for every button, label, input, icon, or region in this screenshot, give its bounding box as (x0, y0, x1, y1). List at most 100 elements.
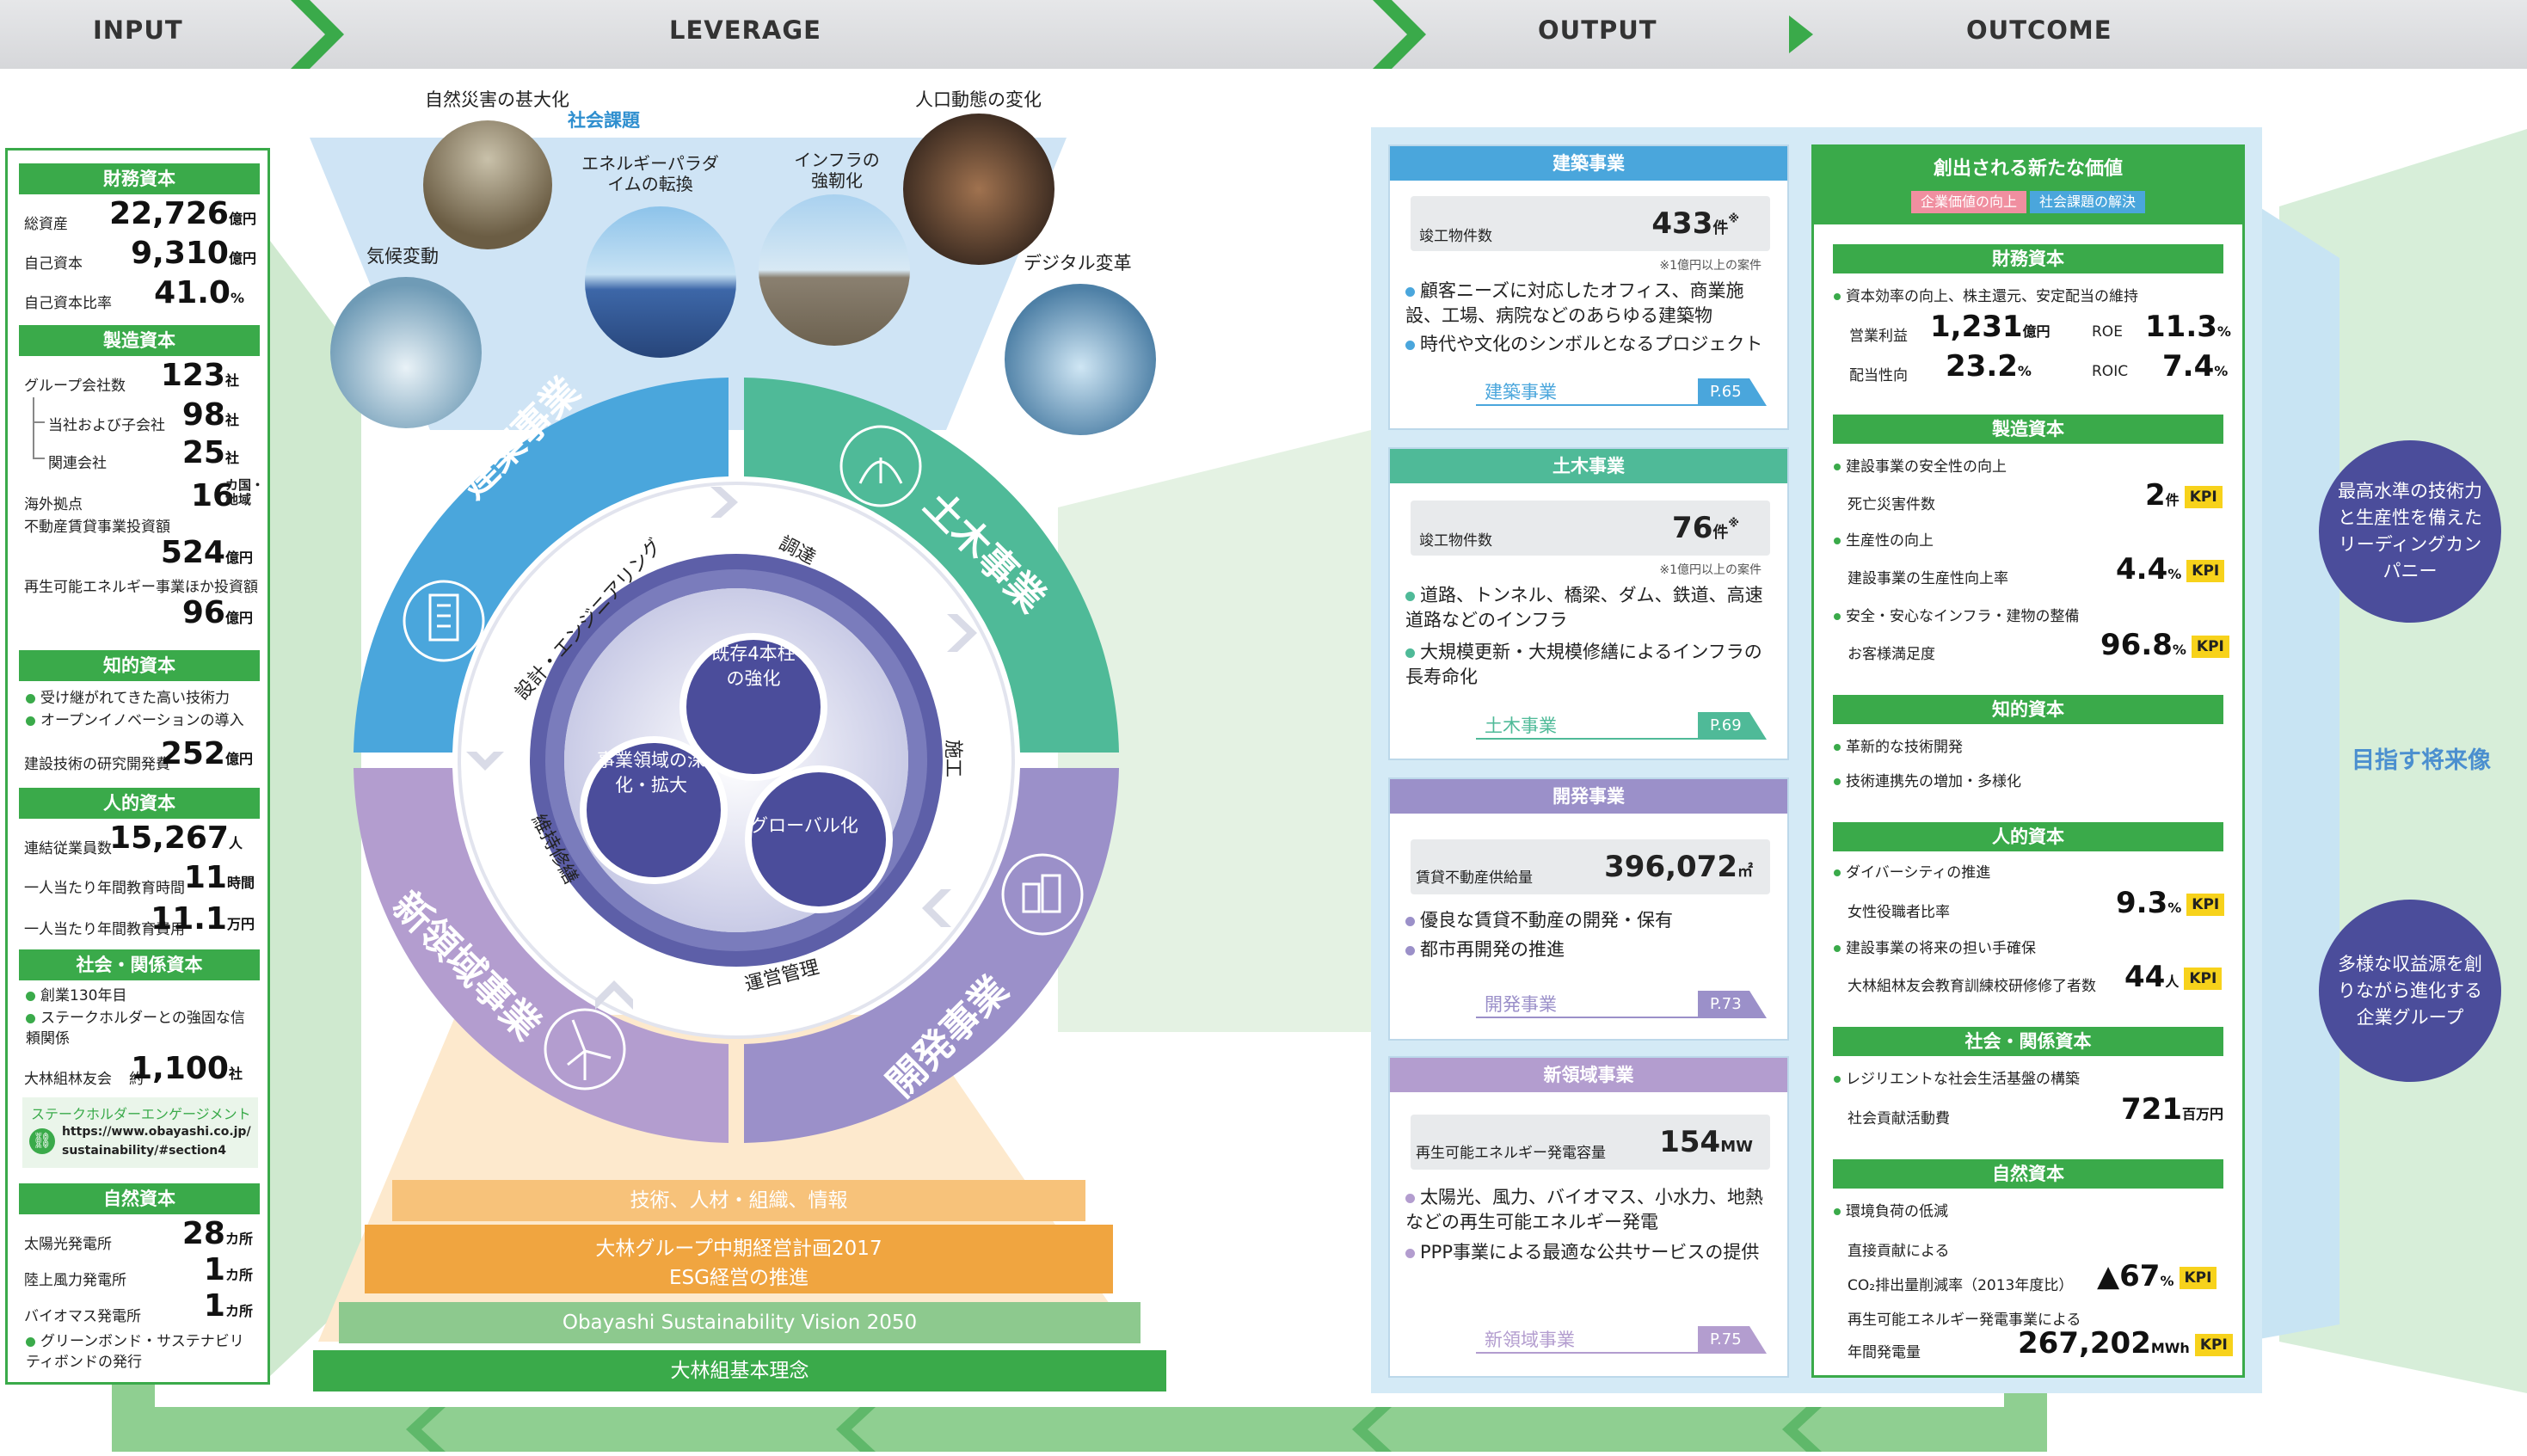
civil-card: 土木事業 竣工物件数 76件※ ※1億円以上の案件 道路、トンネル、橋梁、ダム、… (1388, 447, 1789, 760)
chevron-arrow-icon (291, 0, 344, 69)
gear-expand: 事業領域の深化・拡大 (597, 750, 705, 796)
link-underline (1476, 1017, 1760, 1018)
generation-label-2: 年間発電量 (1848, 1344, 1921, 1361)
gear-strengthen: 既存4本柱の強化 (711, 643, 796, 689)
social-contribution-value: 721百万円 (2121, 1092, 2223, 1127)
civil-bullet: 大規模更新・大規模修繕によるインフラの長寿命化 (1405, 642, 1762, 687)
engagement-url[interactable]: sustainability/#section4 (62, 1144, 227, 1158)
rinyu-label: 大林組林友会 (24, 1071, 112, 1088)
employees-value: 15,267人 (109, 820, 243, 856)
civil-title: 土木事業 (1390, 449, 1787, 483)
engagement-url[interactable]: https://www.obayashi.co.jp/ (62, 1125, 251, 1139)
header-leverage: LEVERAGE (669, 15, 821, 45)
triangle-arrow-icon (1789, 15, 1813, 53)
co2-label-2: CO₂排出量削減率（2013年度比） (1848, 1277, 2074, 1294)
vision-leading-company: 最高水準の技術力と生産性を備えたリーディングカンパニー (2319, 440, 2501, 623)
new-page-tag[interactable]: P.75 (1698, 1326, 1767, 1354)
engagement-link-box[interactable] (22, 1097, 258, 1168)
payout-label: 配当性向 (1849, 367, 1908, 384)
equity-value: 9,310億円 (131, 236, 256, 271)
gear-global: グローバル化 (750, 815, 858, 836)
manufactured-capital-heading: 製造資本 (19, 325, 260, 356)
operating-income-value: 1,231億円 (1930, 310, 2050, 344)
crowd-photo (903, 114, 1054, 265)
civil-metric-label: 竣工物件数 (1419, 532, 1492, 550)
outcome-bullet: 革新的な技術開発 (1834, 734, 1963, 756)
outcome-human-heading: 人的資本 (1833, 822, 2223, 851)
social-issues-title: 社会課題 (568, 110, 640, 131)
outcome-bullet: 生産性の向上 (1834, 528, 1934, 550)
social-bullet: ステークホルダーとの強固な信頼関係 (26, 1010, 245, 1047)
rnd-value: 252億円 (160, 736, 253, 771)
civil-page-tag[interactable]: P.69 (1698, 712, 1767, 740)
building-bullet: 時代や文化のシンボルとなるプロジェクト (1405, 332, 1775, 357)
new-metric-label: 再生可能エネルギー発電容量 (1416, 1145, 1606, 1162)
topic-climate: 気候変動 (366, 246, 439, 267)
outcome-social-heading: 社会・関係資本 (1833, 1027, 2223, 1056)
employees-label: 連結従業員数 (24, 840, 112, 857)
new-link[interactable]: 新領域事業 (1485, 1330, 1575, 1350)
training-graduates-label: 大林組林友会教育訓練校研修修了者数 (1848, 978, 2096, 995)
female-managers-label: 女性役職者比率 (1848, 904, 1950, 921)
outcome-title: 創出される新たな価値 (1933, 158, 2123, 180)
solar-wind-photo (585, 206, 736, 358)
foundation-esg: ESG経営の推進 (669, 1267, 809, 1289)
glacier-photo (330, 277, 482, 428)
link-underline (1476, 404, 1760, 406)
topic-demographics: 人口動態の変化 (915, 89, 1042, 110)
co2-value: ▲67%KPI (2097, 1259, 2217, 1293)
financial-capital-heading: 財務資本 (19, 163, 260, 194)
wind-plants-label: 陸上風力発電所 (24, 1272, 126, 1289)
total-assets-label: 総資産 (24, 216, 68, 233)
outcome-header-bg (1814, 147, 2242, 224)
fatal-accidents-label: 死亡災害件数 (1848, 496, 1935, 513)
renewable-investment-value: 96億円 (181, 595, 253, 630)
overseas-bases-value: 16 (191, 478, 235, 513)
training-cost-label: 一人当たり年間教育費用 (24, 921, 185, 938)
subsidiaries-value: 98社 (181, 397, 239, 433)
civil-link[interactable]: 土木事業 (1485, 716, 1557, 736)
kpi-badge: KPI (2191, 635, 2229, 658)
new-bullet: 太陽光、風力、バイオマス、小水力、地熱などの再生可能エネルギー発電 (1405, 1187, 1763, 1232)
group-companies-value: 123社 (160, 358, 239, 393)
topic-digital: デジタル変革 (1024, 253, 1132, 273)
payout-value: 23.2% (1946, 349, 2032, 384)
rinyu-prefix: 約 (129, 1071, 144, 1088)
intellectual-bullet: オープンイノベーションの導入 (26, 710, 244, 731)
training-hours-label: 一人当たり年間教育時間 (24, 880, 185, 897)
biomass-plants-label: バイオマス発電所 (24, 1308, 141, 1325)
development-link[interactable]: 開発事業 (1485, 994, 1557, 1015)
generation-label-1: 再生可能エネルギー発電事業による (1848, 1312, 2081, 1329)
satisfaction-label: お客様満足度 (1848, 646, 1935, 663)
development-page-tag[interactable]: P.73 (1698, 991, 1767, 1018)
new-business-title: 新領域事業 (1390, 1058, 1787, 1092)
building-page-tag[interactable]: P.65 (1698, 378, 1767, 406)
subsidiaries-label: 当社および子会社 (48, 417, 165, 434)
development-bullet: 優良な賃貸不動産の開発・保有 (1405, 908, 1775, 933)
development-card: 開発事業 賃貸不動産供給量 396,072㎡ 優良な賃貸不動産の開発・保有 都市… (1388, 777, 1789, 1041)
outcome-bullet: 建設事業の将来の担い手確保 (1834, 936, 2036, 957)
kpi-badge: KPI (2184, 967, 2223, 990)
building-link[interactable]: 建築事業 (1485, 382, 1557, 402)
kpi-badge: KPI (2186, 559, 2225, 582)
group-companies-label: グループ会社数 (24, 378, 126, 395)
topic-disaster: 自然災害の甚大化 (425, 89, 569, 110)
foundation-philosophy: 大林組基本理念 (313, 1350, 1166, 1391)
roic-label: ROIC (2092, 363, 2129, 380)
engagement-link-title[interactable]: ステークホルダーエンゲージメント (31, 1106, 251, 1122)
outcome-bullet: 安全・安心なインフラ・建物の整備 (1834, 604, 2080, 625)
operating-income-label: 営業利益 (1849, 328, 1908, 345)
tree-line (33, 397, 34, 458)
new-metric-value: 154MW (1659, 1125, 1753, 1159)
kpi-badge: KPI (2194, 1333, 2233, 1356)
building-card: 建築事業 竣工物件数 433件※ ※1億円以上の案件 顧客ニーズに対応したオフィ… (1388, 144, 1789, 430)
metric-pill (1411, 839, 1770, 894)
building-bullet: 顧客ニーズに対応したオフィス、商業施設、工場、病院などのあらゆる建築物 (1405, 280, 1744, 326)
overseas-bases-unit: カ国・地域 (225, 477, 265, 507)
outcome-bullet: 資本効率の向上、株主還元、安定配当の維持 (1834, 284, 2138, 305)
solar-plants-value: 28カ所 (181, 1216, 253, 1251)
link-underline (1476, 738, 1760, 740)
foundation-plan-bar (365, 1225, 1113, 1293)
